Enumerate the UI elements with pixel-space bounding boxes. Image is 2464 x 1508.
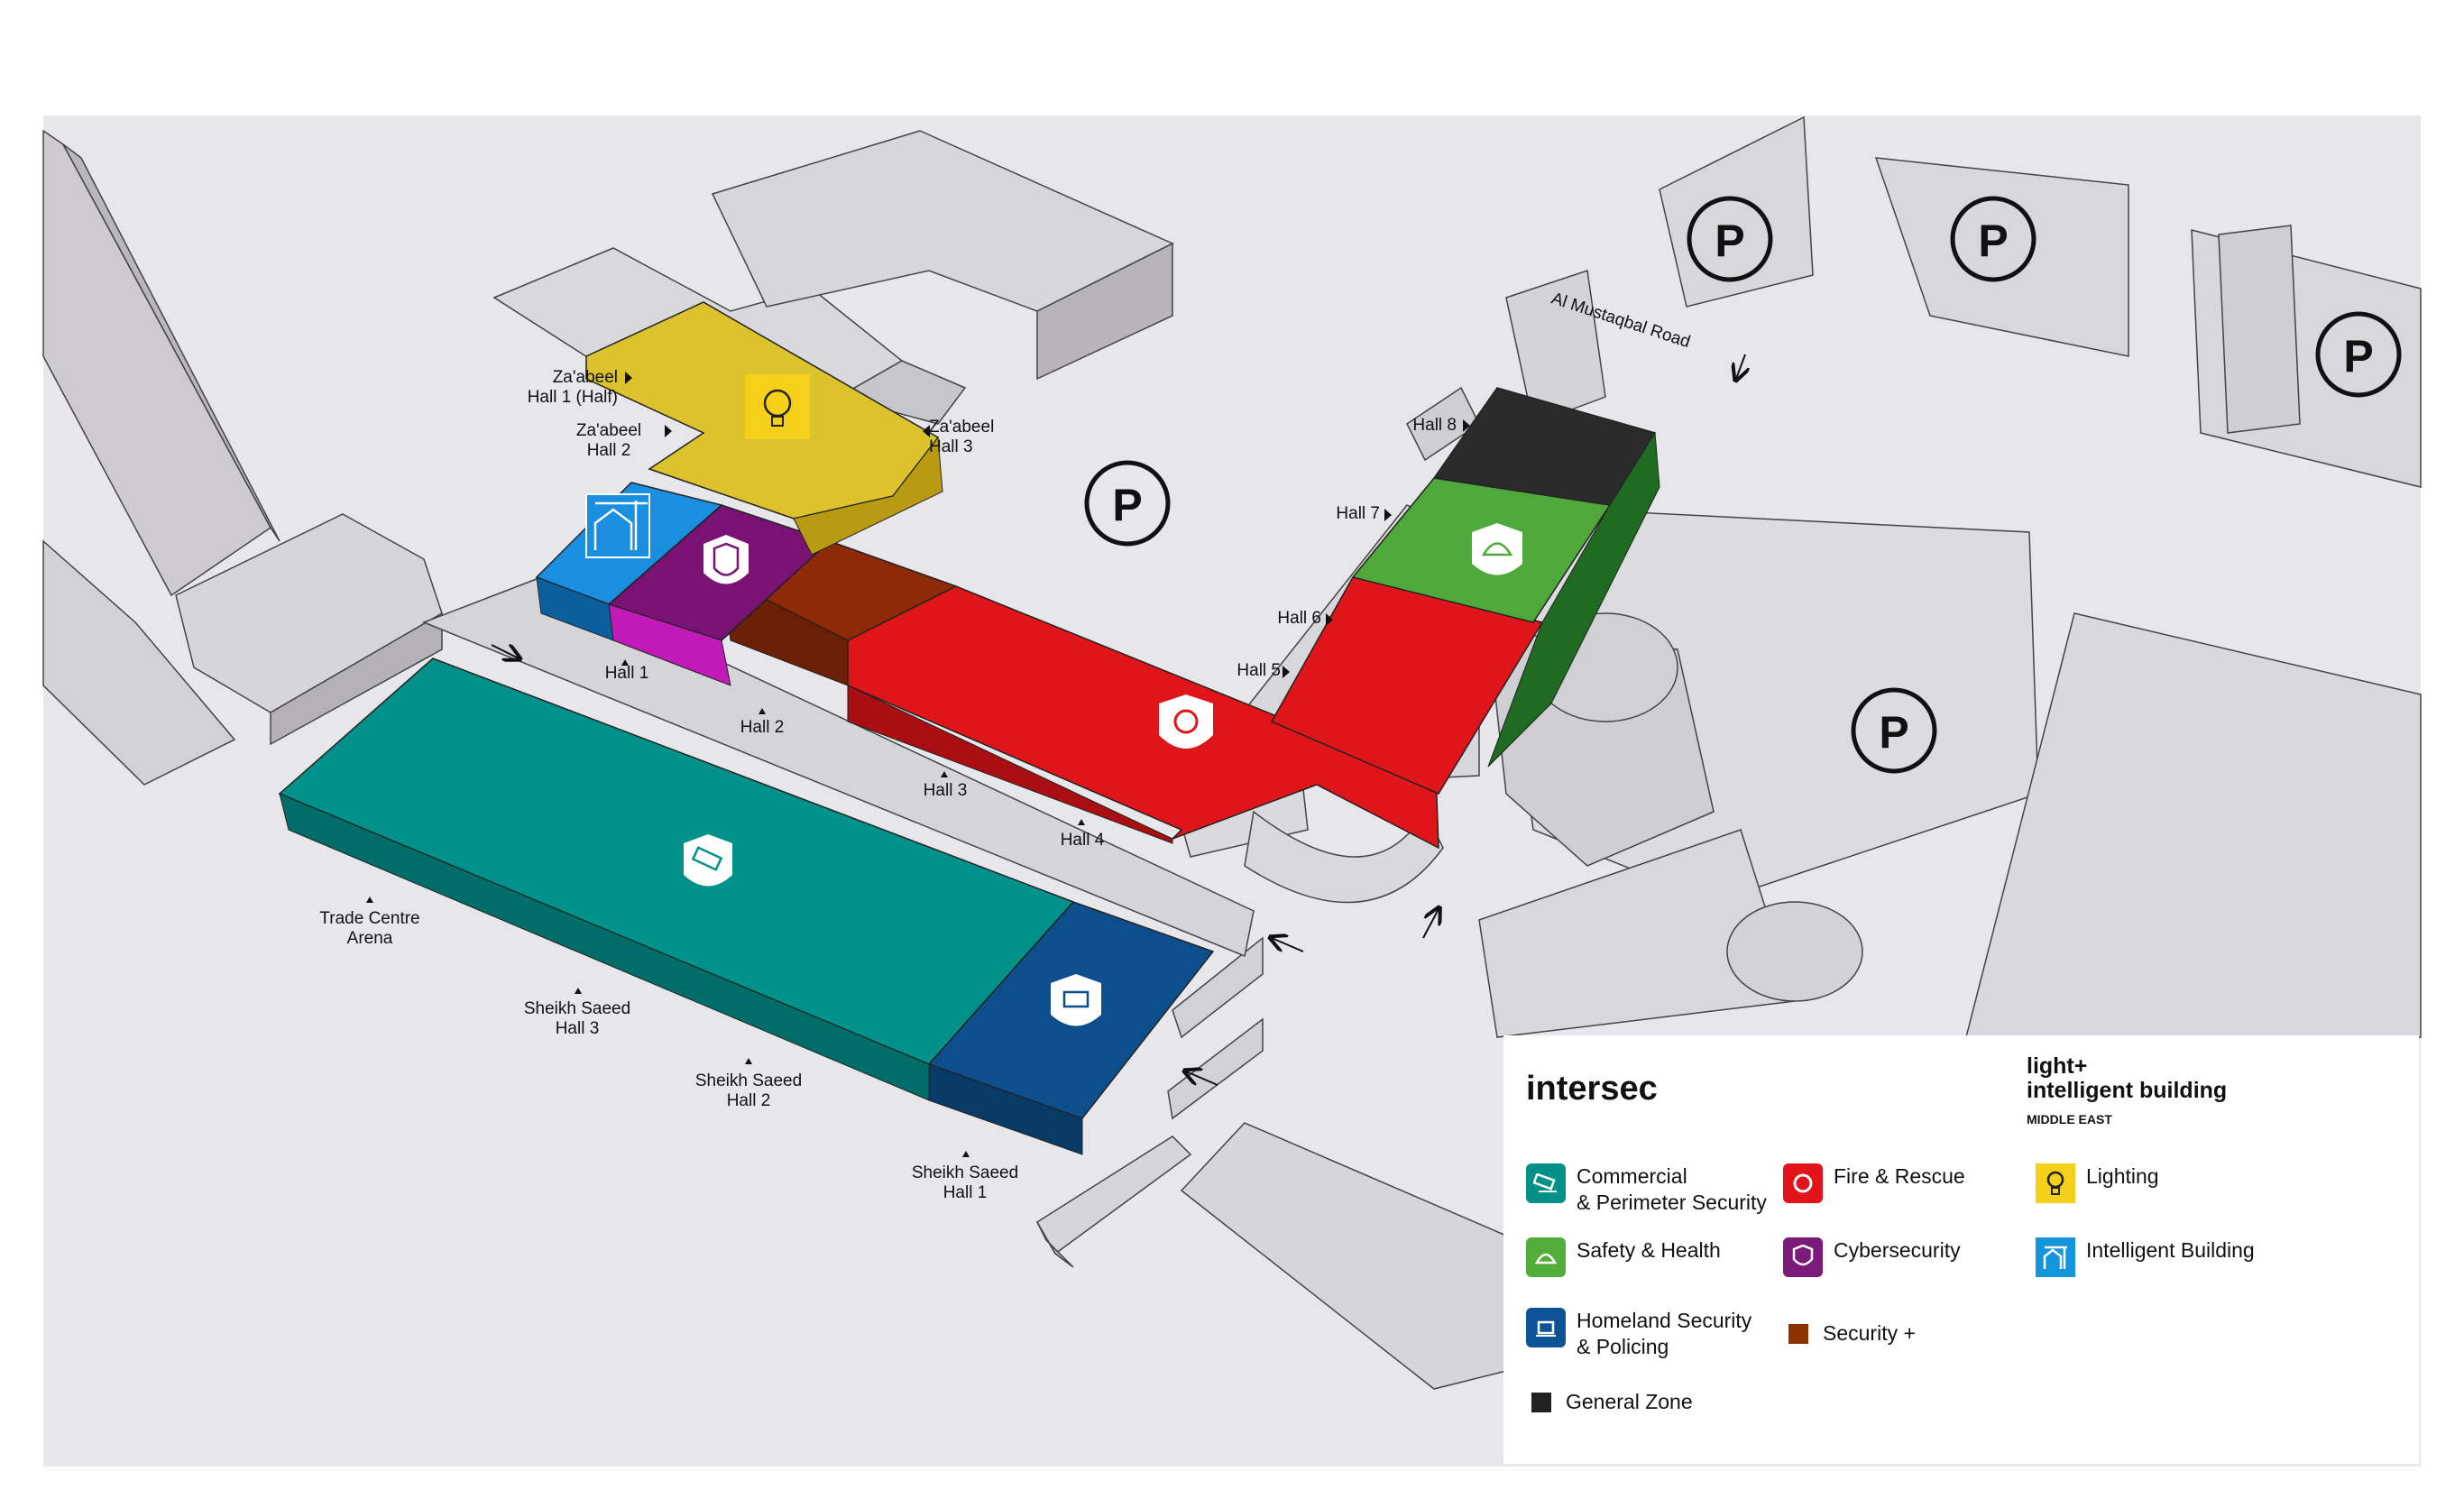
svg-text:P: P xyxy=(2343,331,2373,382)
fire-rescue-zone-icon xyxy=(1159,694,1213,749)
svg-text:P: P xyxy=(1978,216,2008,266)
cybersecurity-zone-icon xyxy=(703,535,749,584)
parking-icon-1: P xyxy=(1084,460,1171,547)
label-sheikh-saeed-hall3: Sheikh Saeed Hall 3 xyxy=(523,999,631,1038)
label-hall8: Hall 8 xyxy=(1412,416,1457,435)
zone-intelligent-side xyxy=(536,576,614,641)
shield-icon xyxy=(1783,1237,1823,1277)
svg-text:P: P xyxy=(1715,216,1744,266)
lib-logo-line1: light+ xyxy=(2027,1053,2088,1079)
homeland-security-zone-icon xyxy=(1051,974,1101,1026)
safety-health-zone-icon xyxy=(1472,523,1522,575)
zone-fire-rescue[interactable] xyxy=(847,585,1439,850)
svg-text:P: P xyxy=(1879,707,1908,758)
legend-security-plus: Security + xyxy=(1783,1320,1916,1347)
parking-icon-3: P xyxy=(1950,196,2036,282)
parking-icon-2: P xyxy=(1687,196,1773,282)
legend-label: Intelligent Building xyxy=(2086,1238,2255,1262)
police-siren-icon xyxy=(1526,1308,1566,1347)
parking-icon-4: P xyxy=(2315,311,2402,398)
lib-logo-subtitle: MIDDLE EAST xyxy=(2027,1112,2112,1126)
zone-fire-rescue-side xyxy=(847,685,1173,844)
label-sheikh-saeed-hall1: Sheikh Saeed Hall 1 xyxy=(911,1163,1019,1202)
parking-icon-5: P xyxy=(1851,687,1937,774)
svg-text:P: P xyxy=(1112,480,1142,530)
legend-label: Homeland Security & Policing xyxy=(1577,1309,1752,1358)
lib-logo-line2: intelligent building xyxy=(2027,1078,2228,1103)
legend-label: Lighting xyxy=(2086,1164,2159,1188)
general-zone-swatch xyxy=(1531,1393,1551,1412)
legend-general-zone: General Zone xyxy=(1526,1389,1693,1415)
zone-east-side-wall xyxy=(1487,431,1660,768)
legend-label: Security + xyxy=(1823,1321,1916,1345)
legend-safety-health: Safety & Health xyxy=(1526,1237,1721,1277)
intersec-logo: intersec xyxy=(1526,1070,1658,1108)
label-hall7: Hall 7 xyxy=(1336,504,1380,523)
legend-intelligent-building: Intelligent Building xyxy=(2036,1237,2255,1277)
legend-label: Commercial & Perimeter Security xyxy=(1577,1164,1767,1214)
label-hall1: Hall 1 xyxy=(604,664,649,683)
legend-fire-rescue: Fire & Rescue xyxy=(1783,1163,1965,1203)
label-hall5: Hall 5 xyxy=(1237,661,1281,680)
legend-homeland-security-policing: Homeland Security & Policing xyxy=(1526,1308,1751,1360)
entrance-plaza xyxy=(1244,810,1444,904)
label-zaabeel-hall1: Za'abeel Hall 1 (Half) xyxy=(527,368,618,407)
legend-lighting: Lighting xyxy=(2036,1163,2159,1203)
zone-lighting-side xyxy=(793,436,943,556)
label-hall2: Hall 2 xyxy=(740,718,785,737)
legend-panel: intersec light+ intelligent building MID… xyxy=(1503,1035,2419,1464)
label-zaabeel-hall3: Za'abeel Hall 3 xyxy=(929,418,995,456)
label-zaabeel-hall2: Za'abeel Hall 2 xyxy=(575,421,642,460)
label-hall6: Hall 6 xyxy=(1277,609,1321,628)
entrance-arrows xyxy=(491,354,1745,1086)
legend-cybersecurity: Cybersecurity xyxy=(1783,1237,1961,1277)
fire-alarm-icon xyxy=(1783,1163,1823,1203)
label-hall4: Hall 4 xyxy=(1060,831,1105,850)
label-trade-centre-arena: Trade Centre Arena xyxy=(319,909,420,948)
legend-commercial-perimeter-security: Commercial & Perimeter Security xyxy=(1526,1163,1767,1216)
legend-label: Cybersecurity xyxy=(1834,1238,1961,1262)
smart-building-icon xyxy=(2036,1237,2075,1277)
label-pointers xyxy=(366,372,1470,1157)
light-bulb-icon xyxy=(2036,1163,2075,1203)
label-hall3: Hall 3 xyxy=(923,781,968,800)
concourse xyxy=(421,576,1255,958)
legend-label: Safety & Health xyxy=(1577,1238,1721,1262)
helmet-icon xyxy=(1526,1237,1566,1277)
legend-label: Fire & Rescue xyxy=(1834,1164,1965,1188)
security-plus-swatch xyxy=(1788,1324,1808,1344)
legend-label: General Zone xyxy=(1566,1390,1693,1413)
label-sheikh-saeed-hall2: Sheikh Saeed Hall 2 xyxy=(694,1071,803,1110)
zone-homeland-side xyxy=(928,1063,1083,1155)
commercial-security-zone-icon xyxy=(684,834,732,887)
intelligent-building-zone-icon xyxy=(585,493,650,558)
lighting-zone-icon xyxy=(745,374,810,439)
cctv-camera-icon xyxy=(1526,1163,1566,1203)
